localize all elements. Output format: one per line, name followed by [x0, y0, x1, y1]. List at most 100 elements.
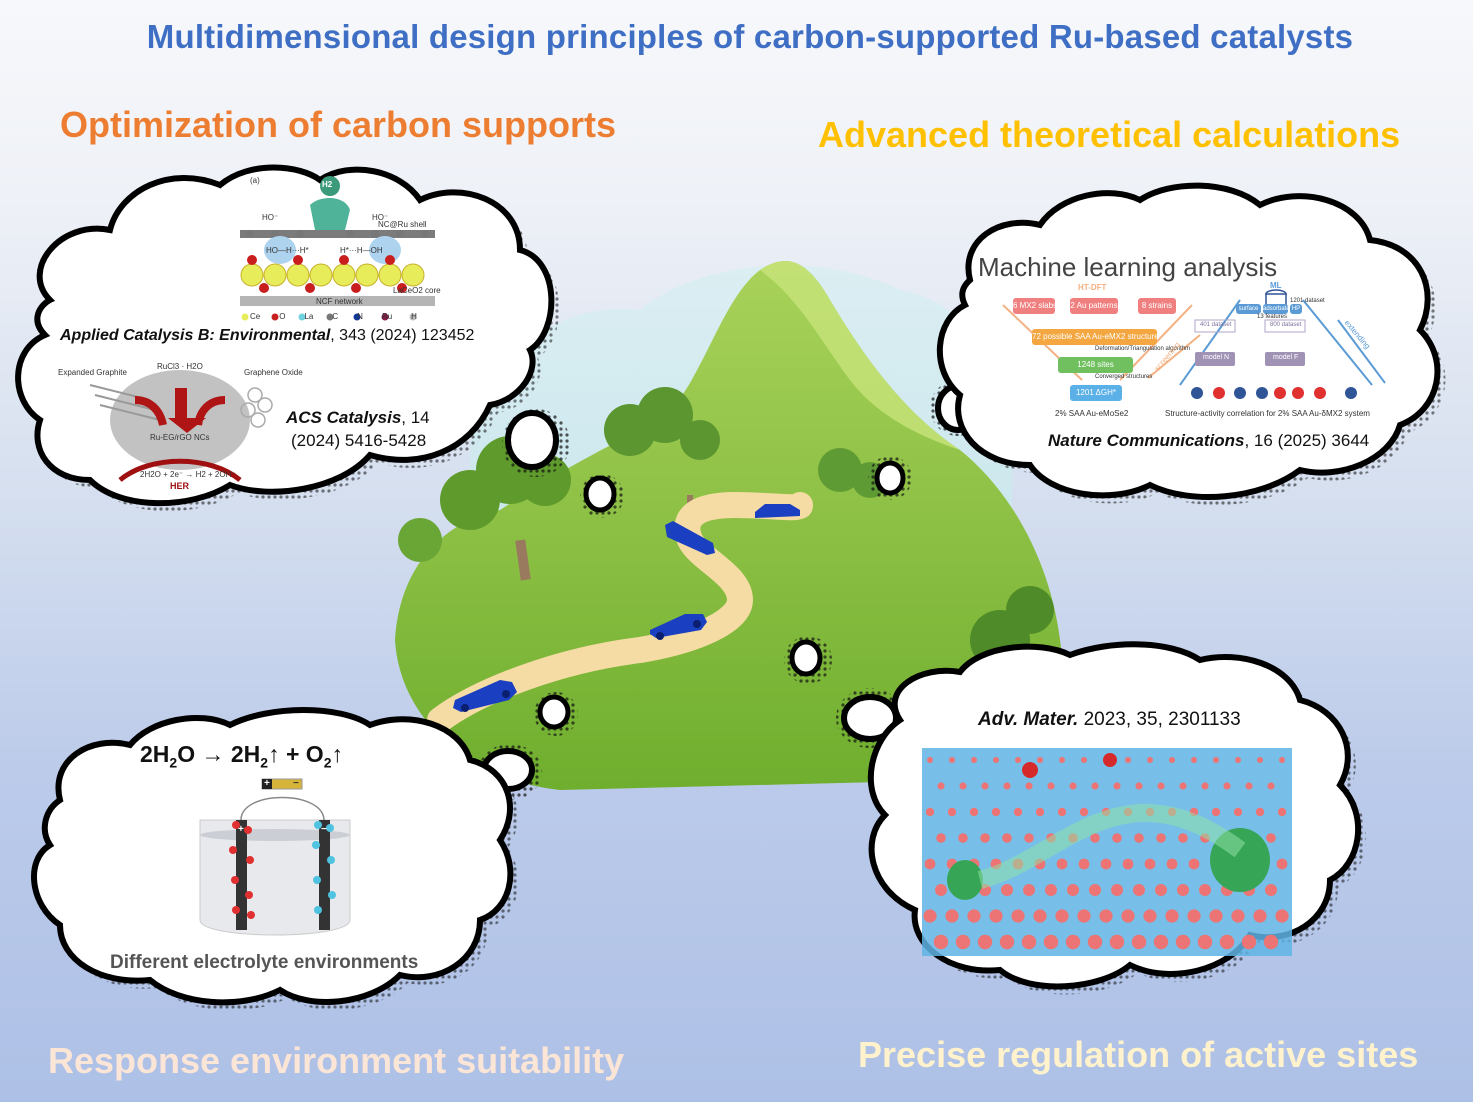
box-sites: 1248 sites: [1058, 357, 1133, 373]
box-result: 1201 ΔGH*: [1070, 385, 1122, 401]
lattice-atom: [1135, 782, 1143, 790]
lattice-atom: [1099, 909, 1113, 923]
citation-details: , 343 (2024) 123452: [330, 327, 475, 344]
anode-sign: +: [238, 824, 244, 835]
citation-acs-catalysis: ACS Catalysis, 14: [286, 408, 430, 428]
lattice-atom: [1013, 807, 1023, 817]
hydroxide-right-label: HO⁻: [372, 213, 389, 222]
label-her: HER: [170, 481, 190, 491]
lattice-atom: [1023, 884, 1035, 896]
lattice-atom: [1047, 782, 1055, 790]
legend-dots: [241, 313, 417, 321]
electrolysis-cell-figure: [199, 778, 351, 936]
legend-ru: Ru: [381, 312, 393, 321]
surface-lattice-figure: [922, 748, 1292, 956]
journal-name: Nature Communications: [1048, 431, 1245, 450]
section-title-environment-suitability: Response environment suitability: [48, 1040, 625, 1081]
lattice-atom: [1081, 757, 1087, 763]
winding-road: [427, 491, 813, 733]
lattice-atom: [959, 782, 967, 790]
lattice-atom: [1125, 757, 1131, 763]
citation-details: , 16 (2025) 3644: [1244, 431, 1370, 450]
citation-details: 2023, 35, 2301133: [1078, 709, 1241, 730]
lattice-atom: [1111, 884, 1123, 896]
legend-o: O: [279, 312, 286, 321]
element-legend: Ce O La C N Ru H: [250, 312, 417, 321]
lattice-atom: [1253, 909, 1267, 923]
lattice-atom: [947, 807, 957, 817]
lattice-atom: [1131, 934, 1147, 950]
lattice-atom: [1002, 833, 1012, 843]
lattice-atom: [1067, 884, 1079, 896]
lattice-atom: [1188, 858, 1200, 870]
lattice-atom: [980, 833, 990, 843]
lattice-atom: [989, 909, 1003, 923]
ht-dft-title: HT-DFT: [1078, 283, 1107, 292]
lattice-atom: [1267, 782, 1275, 790]
hill-ridge-shade: [760, 261, 960, 450]
lattice-atom: [1199, 884, 1211, 896]
dataset-401: 401 dataset: [1200, 322, 1232, 328]
lattice-atom: [949, 757, 955, 763]
model-n: model N: [1203, 354, 1230, 361]
cathode-sign: −: [321, 824, 327, 835]
lattice-atom: [969, 807, 979, 817]
lattice-atom: [1169, 757, 1175, 763]
box-au-patterns: 2 Au patterns: [1070, 298, 1118, 314]
lattice-atom: [935, 884, 947, 896]
lattice-atom: [1276, 858, 1288, 870]
lattice-atom: [1059, 757, 1065, 763]
lattice-atom: [933, 934, 949, 950]
lattice-atom: [1025, 782, 1033, 790]
lattice-atom: [1001, 884, 1013, 896]
eq-part: ↑ + O: [268, 741, 324, 767]
label-her-reaction: 2H2O + 2e⁻ → H2 + 2OH⁻: [140, 470, 236, 479]
lattice-atom: [1191, 757, 1197, 763]
lattice-atom: [1100, 858, 1112, 870]
journal-name: Applied Catalysis B: Environmental: [60, 327, 331, 344]
lattice-atom: [1045, 884, 1057, 896]
step-algorithm: Deformation/Triangulation algorithm: [1095, 346, 1191, 352]
dataset-label: 1201 dataset: [1290, 298, 1325, 304]
lattice-atom: [1263, 934, 1279, 950]
label-expanded-graphite: Expanded Graphite: [58, 368, 127, 377]
water-left-label: HO—H···H*: [266, 246, 309, 255]
tree-trunk: [515, 539, 531, 581]
model-f: model F: [1273, 354, 1299, 361]
ml-heading: Machine learning analysis: [978, 252, 1278, 282]
lattice-atom: [925, 807, 935, 817]
lattice-atom: [923, 909, 937, 923]
descriptor-circles: [1191, 387, 1357, 399]
lattice-atom: [1157, 782, 1165, 790]
lattice-atom: [1156, 833, 1166, 843]
h2-bubble-label: H2: [322, 180, 333, 189]
hill-landscape: [395, 261, 1062, 790]
legend-c: C: [332, 312, 339, 321]
water-splitting-equation: 2H2O → 2H2↑ + O2↑: [140, 741, 343, 771]
lattice-atom: [1090, 833, 1100, 843]
box-mx2-slabs: 6 MX2 slabs: [1013, 298, 1055, 314]
lattice-atom: [1055, 909, 1069, 923]
lattice-atom: [981, 782, 989, 790]
lattice-atom: [1241, 934, 1257, 950]
eq-part: 2H: [140, 741, 170, 767]
lattice-atom: [1175, 934, 1191, 950]
tree-cluster-mid: [604, 387, 720, 460]
right-panel-caption: Structure-activity correlation for 2% SA…: [1165, 409, 1370, 418]
citation-details: , 14: [401, 408, 430, 427]
lattice-atom: [1043, 934, 1059, 950]
eq-part: ↑: [331, 741, 343, 767]
lattice-atom: [1197, 934, 1213, 950]
lattice-atom: [945, 909, 959, 923]
label-graphene-oxide: Graphene Oxide: [244, 368, 303, 377]
left-panel-caption: 2% SAA Au-eMoSe2: [1055, 409, 1129, 418]
lattice-atom: [1209, 909, 1223, 923]
lattice-atom: [1277, 807, 1287, 817]
lattice-atom: [1144, 858, 1156, 870]
eq-sub: 2: [323, 754, 332, 771]
water-right-label: H*···H—OH: [340, 246, 383, 255]
legend-ce: Ce: [250, 312, 261, 321]
panel-label: (a): [250, 176, 260, 185]
